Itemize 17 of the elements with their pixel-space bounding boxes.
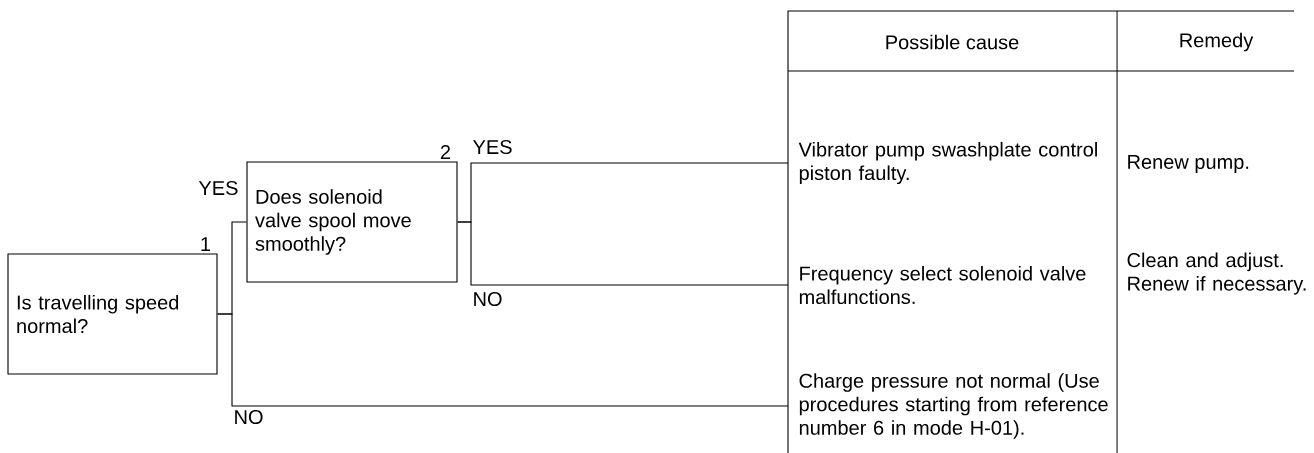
edge-label: YES — [197, 179, 240, 197]
cause-text: Frequency select solenoid valve malfunctions. — [799, 265, 1086, 305]
column-header: Remedy — [1180, 32, 1254, 52]
remedy-text: Clean and adjust. Renew if necessary. — [1127, 252, 1306, 295]
remedy-text: Renew pump. — [1128, 155, 1249, 173]
column-header: Possible cause — [886, 34, 1019, 50]
edge-label: NO — [471, 290, 504, 308]
step-number: 2 — [440, 144, 450, 159]
cause-text: Charge pressure not normal (Use procedures starting from reference number 6 in mode H-01). — [799, 373, 1108, 439]
cause-text: Vibrator pump swashplate control piston faulty. — [798, 141, 1097, 185]
edge-label: YES — [471, 138, 514, 156]
branch-line — [217, 313, 789, 407]
question-box: Does solenoid valve spool move smoothly? — [246, 161, 458, 283]
branch-line — [457, 221, 789, 286]
question-box: Is travelling speed normal? — [7, 253, 218, 375]
edge-label: NO — [232, 408, 265, 426]
step-number: 1 — [201, 237, 211, 251]
